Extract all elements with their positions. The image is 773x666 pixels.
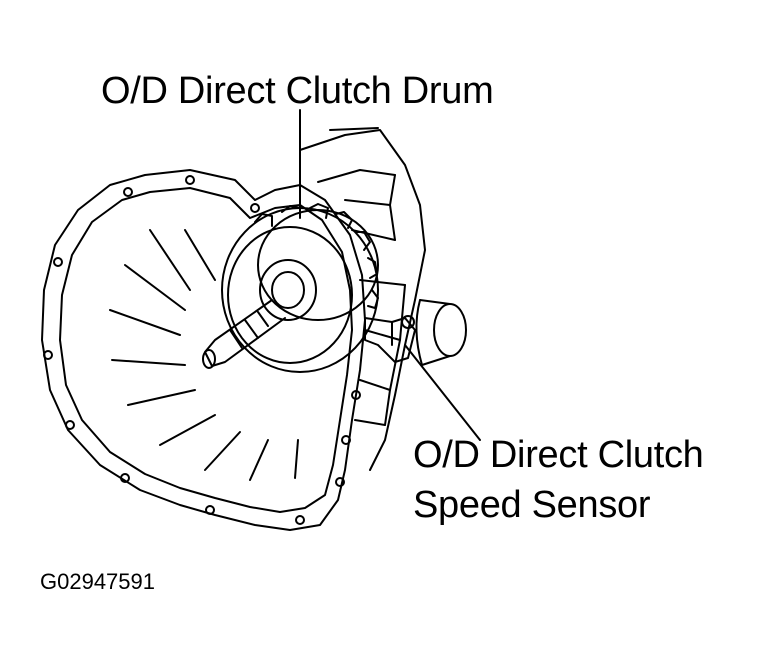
sensor-housing [364, 299, 467, 366]
bell-housing [41, 169, 366, 531]
input-shaft [202, 259, 317, 369]
sensor-label-line1: O/D Direct Clutch [413, 434, 704, 476]
sensor-label: O/D Direct Clutch Speed Sensor [413, 430, 704, 530]
drum-label: O/D Direct Clutch Drum [101, 70, 494, 112]
sensor-leader-line [404, 344, 481, 441]
figure-id: G02947591 [40, 569, 155, 594]
sensor-label-line2: Speed Sensor [413, 484, 651, 526]
transmission-case [299, 127, 426, 471]
